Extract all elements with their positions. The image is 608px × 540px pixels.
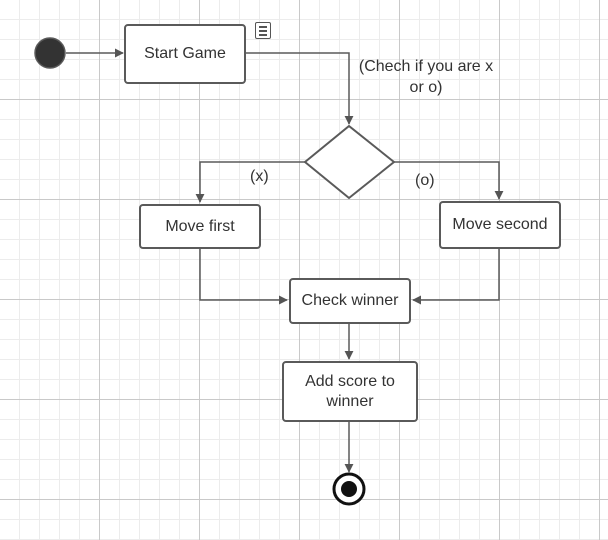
edge-move-first-to-check-winner	[199, 249, 288, 305]
edge-decision-to-move-second	[394, 161, 504, 200]
move-first-node[interactable]: Move first	[139, 204, 261, 249]
start-game-label: Start Game	[144, 45, 226, 62]
edge-move-second-to-check-winner	[412, 249, 500, 305]
branch-o-label: (o)	[415, 172, 435, 189]
check-winner-node[interactable]: Check winner	[289, 278, 411, 324]
move-second-node[interactable]: Move second	[439, 201, 561, 249]
edge-decision-to-move-first	[195, 161, 305, 203]
add-score-label: Add score to winner	[305, 372, 395, 410]
start-game-node[interactable]: Start Game	[124, 24, 246, 84]
add-score-node[interactable]: Add score to winner	[282, 361, 418, 422]
decision-note-label: (Chech if you are x or o)	[358, 58, 494, 96]
move-first-label: Move first	[165, 217, 235, 235]
final-node-inner-dot	[341, 481, 357, 497]
initial-node	[34, 37, 66, 69]
edge-start-game-to-decision	[246, 52, 354, 125]
move-second-label: Move second	[452, 216, 548, 233]
check-winner-label: Check winner	[301, 292, 399, 309]
note-icon[interactable]	[255, 22, 271, 39]
branch-x-label: (x)	[250, 168, 269, 185]
decision-diamond	[303, 124, 396, 200]
